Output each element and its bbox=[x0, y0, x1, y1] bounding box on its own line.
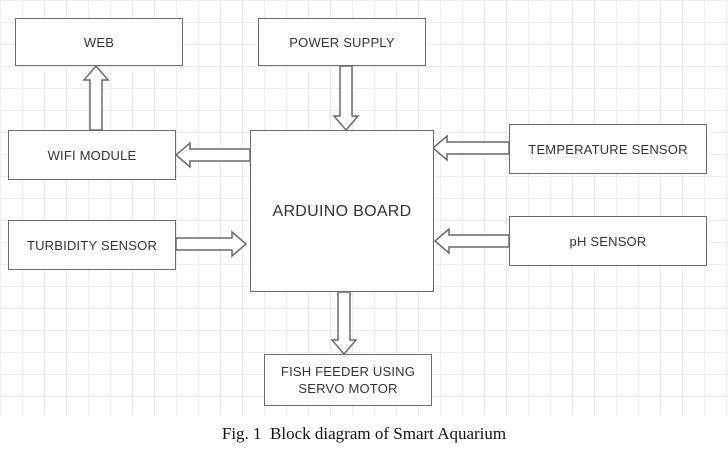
turbidity-sensor-block: TURBIDITY SENSOR bbox=[8, 220, 176, 270]
turbidity-sensor-label: TURBIDITY SENSOR bbox=[26, 237, 158, 253]
power-supply-label: POWER SUPPLY bbox=[289, 34, 395, 50]
arduino-board-block: ARDUINO BOARD bbox=[250, 130, 434, 292]
fish-feeder-label-line2: SERVO MOTOR bbox=[298, 381, 398, 396]
arduino-board-label: ARDUINO BOARD bbox=[272, 202, 412, 220]
arrow-ph-to-arduino bbox=[433, 227, 510, 255]
web-label: WEB bbox=[83, 34, 115, 50]
wifi-module-block: WIFI MODULE bbox=[8, 130, 176, 180]
ph-sensor-block: pH SENSOR bbox=[509, 216, 707, 266]
web-block: WEB bbox=[15, 18, 183, 66]
arrow-turbidity-to-arduino bbox=[175, 230, 248, 258]
figure-caption: Fig. 1 Block diagram of Smart Aquarium bbox=[221, 424, 507, 443]
arrow-wifi-to-web bbox=[82, 64, 110, 131]
fish-feeder-label-line1: FISH FEEDER USING bbox=[280, 364, 416, 379]
arrow-power-to-arduino bbox=[332, 65, 360, 132]
fish-feeder-block: FISH FEEDER USING SERVO MOTOR bbox=[264, 354, 432, 406]
wifi-module-label: WIFI MODULE bbox=[47, 147, 137, 163]
arrow-arduino-to-feeder bbox=[330, 291, 358, 356]
temperature-sensor-label: TEMPERATURE SENSOR bbox=[528, 141, 688, 157]
ph-sensor-label: pH SENSOR bbox=[569, 233, 647, 249]
arrow-temperature-to-arduino bbox=[431, 134, 510, 162]
diagram-canvas: WEB POWER SUPPLY WIFI MODULE ARDUINO BOA… bbox=[0, 0, 728, 415]
arrow-arduino-to-wifi bbox=[174, 141, 251, 169]
power-supply-block: POWER SUPPLY bbox=[258, 18, 426, 66]
temperature-sensor-block: TEMPERATURE SENSOR bbox=[509, 124, 707, 174]
arrows-layer bbox=[82, 64, 510, 356]
